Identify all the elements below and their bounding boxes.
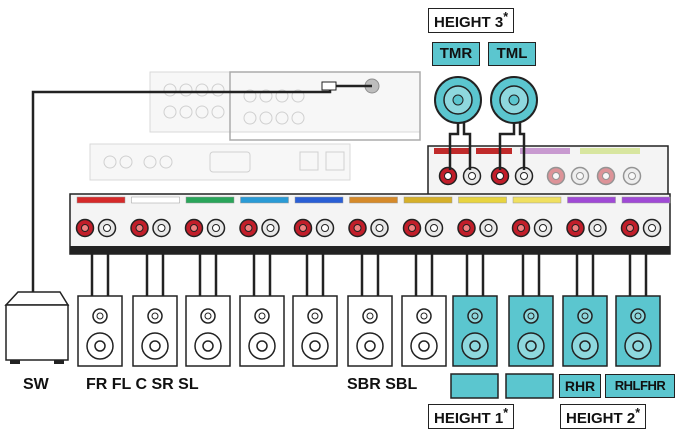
speaker-floor bbox=[77, 295, 123, 367]
terminal-red bbox=[566, 218, 585, 238]
terminal-white bbox=[152, 218, 171, 238]
terminal-red bbox=[348, 218, 367, 238]
terminal-white bbox=[315, 218, 335, 238]
height2-asterisk: * bbox=[635, 406, 641, 420]
strip-color-tab bbox=[131, 196, 180, 204]
height1-box-left bbox=[450, 373, 499, 399]
strip-color-tab bbox=[403, 196, 453, 204]
strip-color-tab bbox=[458, 196, 507, 204]
strip-color-tab bbox=[512, 196, 562, 204]
height-terminal bbox=[514, 166, 534, 186]
strip-color-tab bbox=[567, 196, 616, 204]
terminal-white bbox=[642, 218, 662, 238]
terminal-red bbox=[402, 218, 422, 238]
height-terminal bbox=[462, 166, 482, 186]
strip-color-tab bbox=[76, 196, 126, 204]
label-sw: SW bbox=[23, 376, 49, 393]
terminal-red bbox=[293, 218, 313, 238]
height1-asterisk: * bbox=[503, 406, 509, 420]
subwoofer-cable bbox=[31, 84, 372, 296]
height-terminal bbox=[622, 166, 642, 186]
speaker-floor bbox=[401, 295, 447, 367]
receiver-panel-faded bbox=[89, 71, 421, 181]
tmr-box: TMR bbox=[432, 42, 480, 66]
speaker-floor bbox=[239, 295, 285, 367]
height-terminal bbox=[546, 166, 566, 186]
speaker-tmr bbox=[434, 76, 482, 124]
terminal-white bbox=[533, 218, 553, 238]
terminal-red bbox=[75, 218, 95, 238]
speaker-floor bbox=[347, 295, 393, 367]
terminal-white bbox=[206, 218, 226, 238]
terminal-white bbox=[97, 218, 117, 238]
speaker-floor bbox=[185, 295, 231, 367]
terminal-white bbox=[261, 218, 280, 238]
height-terminal bbox=[596, 166, 616, 186]
strip-color-tab bbox=[240, 196, 289, 204]
speaker-height bbox=[508, 295, 554, 367]
terminal-red bbox=[130, 218, 149, 238]
terminal-white bbox=[370, 218, 389, 238]
height-terminal bbox=[438, 166, 458, 186]
height2-label: HEIGHT 2* bbox=[560, 404, 647, 429]
height1-label: HEIGHT 1* bbox=[428, 404, 515, 429]
speaker-height bbox=[562, 295, 608, 367]
terminal-red bbox=[457, 218, 476, 238]
height3-cables bbox=[448, 123, 526, 170]
strip-color-tab bbox=[294, 196, 344, 204]
height2-text: HEIGHT 2 bbox=[566, 410, 636, 427]
speaker-floor bbox=[292, 295, 338, 367]
height1-text: HEIGHT 1 bbox=[434, 410, 504, 427]
height3-label: HEIGHT 3* bbox=[428, 8, 515, 33]
speaker-floor bbox=[132, 295, 178, 367]
tml-box: TML bbox=[488, 42, 536, 66]
terminal-white bbox=[479, 218, 498, 238]
rhl-fhr-box: RHLFHR bbox=[605, 374, 675, 398]
terminal-red bbox=[184, 218, 204, 238]
terminal-red bbox=[511, 218, 531, 238]
height3-asterisk: * bbox=[503, 10, 509, 24]
height1-box-right bbox=[505, 373, 554, 399]
speaker-height bbox=[615, 295, 661, 367]
rhr-box: RHR bbox=[559, 374, 601, 398]
terminal-white bbox=[588, 218, 607, 238]
terminal-white bbox=[424, 218, 444, 238]
strip-color-tab bbox=[185, 196, 235, 204]
subwoofer bbox=[4, 291, 70, 364]
height3-text: HEIGHT 3 bbox=[434, 14, 504, 31]
label-front-group: FR FL C SR SL bbox=[86, 376, 199, 393]
speaker-height bbox=[452, 295, 498, 367]
label-back-group: SBR SBL bbox=[347, 376, 418, 393]
height-terminal bbox=[490, 166, 510, 186]
speaker-tml bbox=[490, 76, 538, 124]
terminal-red bbox=[620, 218, 640, 238]
height-terminal bbox=[570, 166, 590, 186]
terminal-red bbox=[239, 218, 258, 238]
strip-color-tab bbox=[349, 196, 398, 204]
strip-color-tab bbox=[621, 196, 671, 204]
